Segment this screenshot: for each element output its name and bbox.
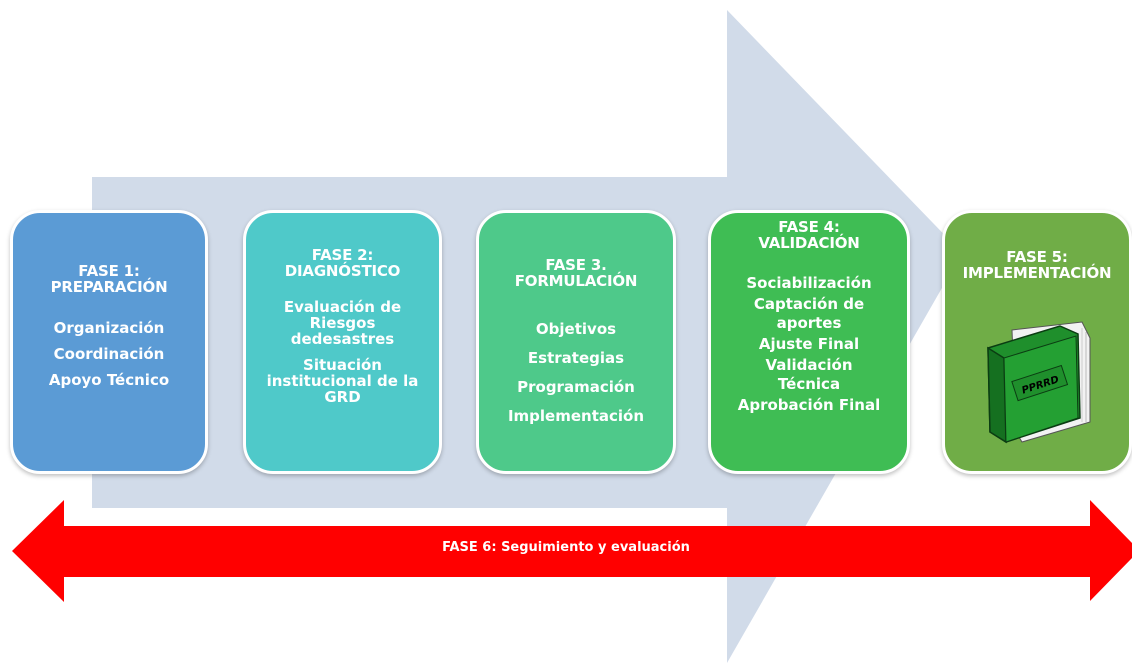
phase-4-title: FASE 4: VALIDACIÓN <box>711 219 907 251</box>
bidirectional-red-arrow <box>12 500 1132 602</box>
phase-1-box: FASE 1: PREPARACIÓN Organización Coordin… <box>10 210 208 474</box>
book-label-plate <box>1011 364 1069 402</box>
phase-3-box: FASE 3. FORMULACIÓN Objetivos Estrategia… <box>476 210 676 474</box>
phase-4-item: Técnica <box>777 375 841 393</box>
phase-5-title-line: FASE 5: <box>1006 248 1068 266</box>
phase-3-item: Estrategias <box>527 349 625 367</box>
phase-2-title-line: FASE 2: <box>311 246 374 264</box>
phase-4-title-line: VALIDACIÓN <box>758 234 860 252</box>
phase-2-title: FASE 2: DIAGNÓSTICO <box>246 247 439 279</box>
phase-4-item: Captación de <box>753 295 865 313</box>
book-spine <box>987 346 1007 444</box>
phase-2-items: Evaluación de Riesgos dedesastres Situac… <box>246 299 439 405</box>
phase-1-item: Apoyo Técnico <box>48 371 170 389</box>
phase-4-item: Validación <box>765 356 853 374</box>
phase-1-title-line: PREPARACIÓN <box>50 278 168 296</box>
phase-2-title-line: DIAGNÓSTICO <box>284 262 401 280</box>
phase-2-item: dedesastres <box>290 330 395 348</box>
phase-1-item: Coordinación <box>53 345 165 363</box>
phase-4-item: Aprobación Final <box>737 396 881 414</box>
phase-1-title: FASE 1: PREPARACIÓN <box>13 263 205 295</box>
phase-4-items: Sociabilización Captación de aportes Aju… <box>711 275 907 414</box>
phase-5-title-line: IMPLEMENTACIÓN <box>962 264 1112 282</box>
phase-2-item: Situación <box>303 356 382 374</box>
phase-4-item: Ajuste Final <box>758 335 860 353</box>
phase-3-title: FASE 3. FORMULACIÓN <box>479 257 673 289</box>
phase-4-title-line: FASE 4: <box>778 218 840 236</box>
book-icon: PPRRD <box>987 321 1091 444</box>
phase-3-item: Implementación <box>507 407 645 425</box>
phase-3-items: Objetivos Estrategias Programación Imple… <box>479 315 673 431</box>
phase-3-item: Programación <box>517 378 635 396</box>
phase-2-item: Evaluación de <box>283 298 402 316</box>
phase-2-box: FASE 2: DIAGNÓSTICO Evaluación de Riesgo… <box>243 210 442 474</box>
phase-4-item: Sociabilización <box>746 274 872 292</box>
phase-6-label: FASE 6: Seguimiento y evaluación <box>442 540 690 555</box>
phase-2-item: Riesgos <box>309 314 376 332</box>
phase-2-item: institucional de la <box>266 372 419 390</box>
phase-1-items: Organización Coordinación Apoyo Técnico <box>13 315 205 393</box>
phase-4-item: aportes <box>776 314 842 332</box>
phase-3-item: Objetivos <box>535 320 617 338</box>
phase-2-item: GRD <box>324 388 361 406</box>
phase-4-box: FASE 4: VALIDACIÓN Sociabilización Capta… <box>708 210 910 474</box>
phase-3-title-line: FORMULACIÓN <box>514 272 638 290</box>
phase-1-title-line: FASE 1: <box>78 262 140 280</box>
phase-1-item: Organización <box>53 319 165 337</box>
phase-5-title: FASE 5: IMPLEMENTACIÓN <box>945 249 1129 281</box>
phase-3-title-line: FASE 3. <box>545 256 607 274</box>
